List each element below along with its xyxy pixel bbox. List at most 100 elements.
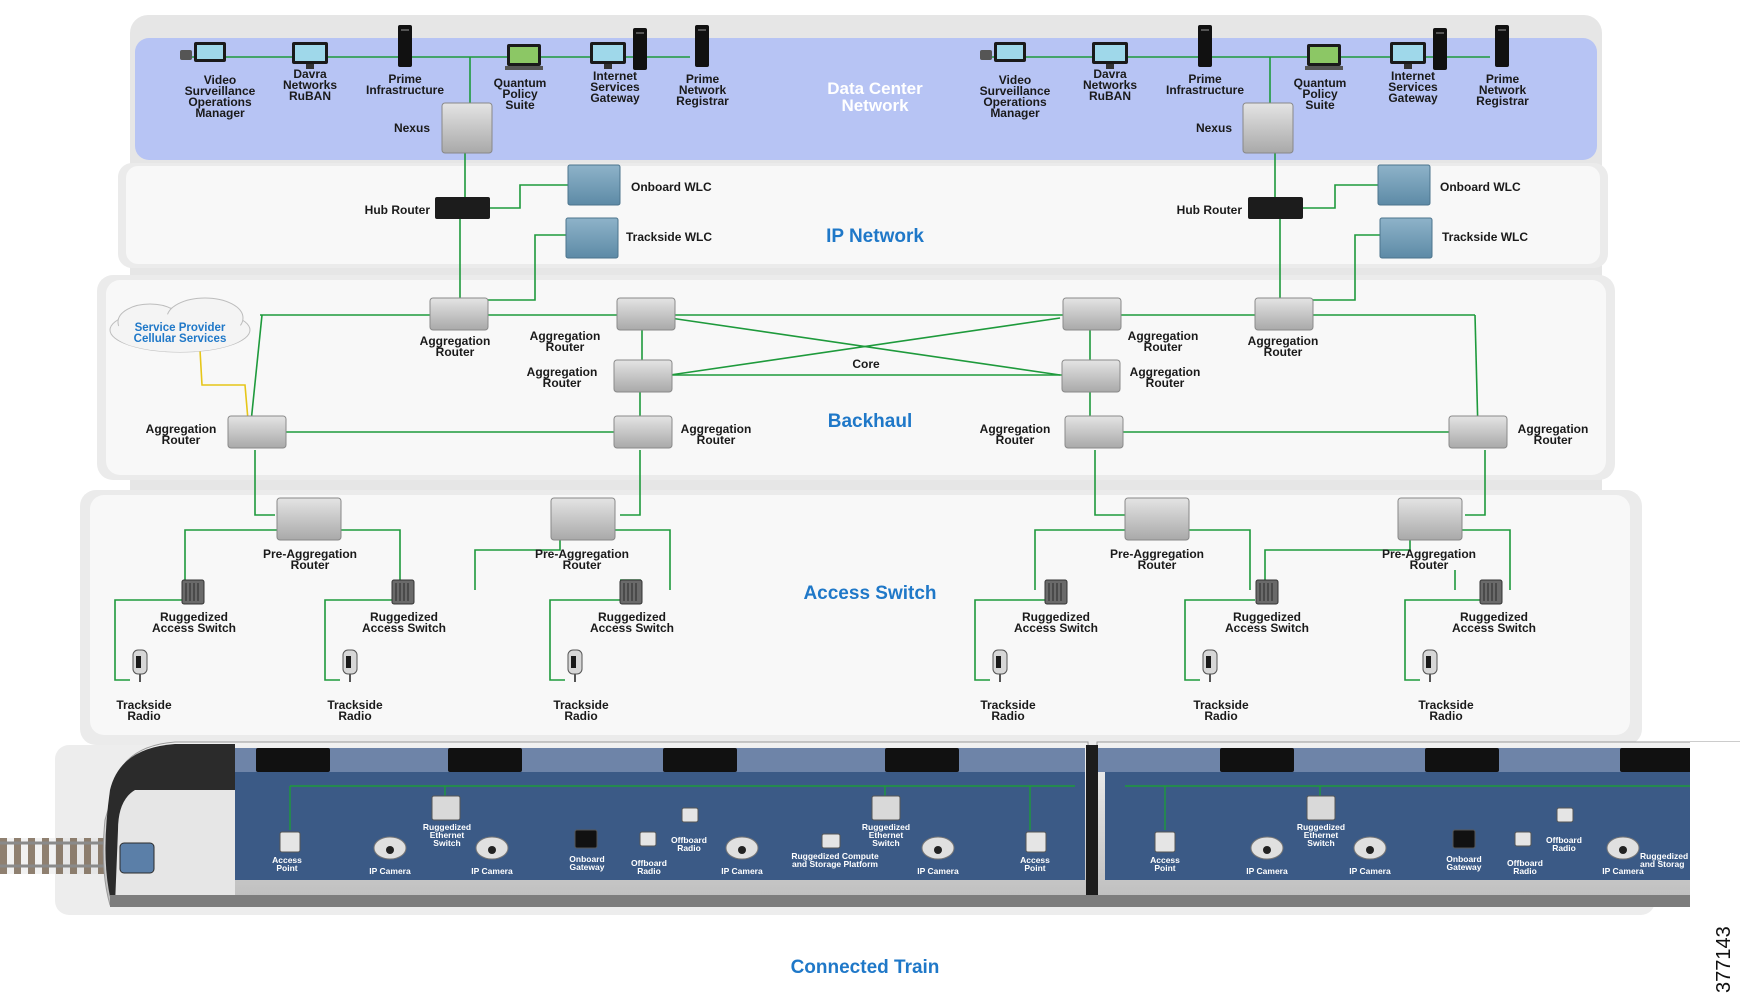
pre-agg-router-2 [550, 497, 616, 541]
car1-res-icon [431, 795, 461, 821]
agg-router-label-1: Aggregation Router [419, 334, 491, 359]
dc-right-pnr-label: Prime Network Registrar [1476, 72, 1529, 108]
nexus-switch-right [1242, 102, 1294, 154]
radio-label-1: Trackside Radio [116, 698, 172, 723]
car1-access-point-icon-b [1025, 831, 1047, 853]
car1-ip-camera-icon-2 [475, 836, 509, 860]
hub-router-right [1248, 197, 1303, 219]
car2-onboard-gateway-label: Onboard Gateway [1446, 854, 1482, 872]
radio-label-4: Trackside Radio [980, 698, 1036, 723]
pre-agg-label-4: Pre-Aggregation Router [1381, 547, 1476, 572]
trackside-wlc-left-label: Trackside WLC [626, 230, 713, 244]
dc-left-quantum-label: Quantum Policy Suite [493, 76, 547, 112]
radio-label-5: Trackside Radio [1193, 698, 1249, 723]
car1-offboard-radio-b-label: Offboard Radio [671, 835, 707, 853]
ruggedized-access-switch-5 [1255, 579, 1279, 605]
hub-router-left-label: Hub Router [364, 203, 430, 217]
ras-label-2: Ruggedized Access Switch [361, 610, 447, 635]
vsom-icon-left [180, 42, 226, 62]
car2-ip-camera-1-label: IP Camera [1246, 866, 1288, 876]
ras-label-6: Ruggedized Access Switch [1451, 610, 1537, 635]
ras-label-5: Ruggedized Access Switch [1224, 610, 1310, 635]
car1-ip-camera-icon-4 [921, 836, 955, 860]
train-car-2-interior [1105, 772, 1740, 880]
car2-ip-camera-icon-3 [1606, 836, 1640, 860]
cellular-cloud-label: Service Provider Cellular Services [133, 322, 227, 345]
radio-label-3: Trackside Radio [553, 698, 609, 723]
ruggedized-access-switch-3 [619, 579, 643, 605]
dc-left-nexus-label: Nexus [393, 121, 430, 135]
radio-label-6: Trackside Radio [1418, 698, 1474, 723]
trackside-radio-3 [567, 649, 583, 682]
trackside-wlc-right-label: Trackside WLC [1442, 230, 1529, 244]
aggregation-router-5 [613, 359, 673, 393]
dc-left-vsom-label: Video Surveillance Operations Manager [184, 73, 256, 120]
ruggedized-access-switches [181, 579, 1503, 605]
pre-agg-label-1: Pre-Aggregation Router [262, 547, 357, 572]
backhaul-panel [106, 280, 1606, 475]
trackside-radio-6 [1422, 649, 1438, 682]
dc-devices [180, 25, 1509, 70]
car2-offboard-radio-b-label: Offboard Radio [1546, 835, 1582, 853]
ruggedized-access-switch-2 [391, 579, 415, 605]
onboard-wlc-left [567, 164, 621, 206]
network-links [114, 150, 1511, 681]
aggregation-router-1 [429, 297, 489, 331]
dc-right-nexus-label: Nexus [1195, 121, 1232, 135]
ip-network-title: IP Network [826, 226, 924, 247]
car1-access-point-icon-a [279, 831, 301, 853]
aggregation-routers [227, 297, 1508, 449]
trackside-radio-1 [132, 649, 148, 682]
car1-ip-camera-3-label: IP Camera [721, 866, 763, 876]
ip-network-panel [126, 166, 1600, 264]
car1-offboard-radio-icon-b [681, 807, 699, 823]
dc-right-davra-label: Davra Networks RuBAN [1082, 67, 1138, 103]
aggregation-router-3 [1062, 297, 1122, 331]
prime-infra-icon-left [398, 25, 412, 67]
agg-router-label-7: Aggregation Router [145, 422, 217, 447]
aggregation-router-6 [1061, 359, 1121, 393]
car2-res-label: Ruggedized Ethernet Switch [1296, 822, 1346, 848]
train [102, 741, 1740, 912]
car2-ip-camera-3-label: IP Camera [1602, 866, 1644, 876]
pnr-server-icon-right [1495, 25, 1509, 67]
vsom-icon-right [980, 42, 1026, 62]
trackside-wlc-left [565, 217, 619, 259]
dc-left-davra-label: Davra Networks RuBAN [282, 67, 338, 103]
pre-agg-router-1 [276, 497, 342, 541]
onboard-wlc-right-label: Onboard WLC [1440, 180, 1521, 194]
ras-label-4: Ruggedized Access Switch [1013, 610, 1099, 635]
trackside-radio-2 [342, 649, 358, 682]
car1-offboard-radio-icon-a [639, 831, 657, 847]
agg-router-label-9: Aggregation Router [979, 422, 1051, 447]
ruggedized-access-switch-4 [1044, 579, 1068, 605]
car1-ip-camera-1-label: IP Camera [369, 866, 411, 876]
pre-agg-router-4 [1397, 497, 1463, 541]
davra-icon-left [292, 42, 328, 69]
backhaul-title: Backhaul [827, 411, 913, 432]
agg-router-label-10: Aggregation Router [1517, 422, 1589, 447]
ras-label-1: Ruggedized Access Switch [151, 610, 237, 635]
trackside-radio-4 [992, 649, 1008, 682]
connected-train-title: Connected Train [790, 957, 940, 978]
dc-left-pnr-label: Prime Network Registrar [676, 72, 729, 108]
car1-res-label: Ruggedized Ethernet Switch [422, 822, 472, 848]
dc-right-vsom-label: Video Surveillance Operations Manager [979, 73, 1051, 120]
aggregation-router-2 [616, 297, 676, 331]
car1-ip-camera-4-label: IP Camera [917, 866, 959, 876]
train-car-1-interior [235, 772, 1085, 880]
nexus-switch-left [441, 102, 493, 154]
dc-left-prime-infra-label: Prime Infrastructure [365, 72, 445, 97]
dc-right-prime-infra-label: Prime Infrastructure [1165, 72, 1245, 97]
dc-right-isg-label: Internet Services Gateway [1388, 69, 1438, 105]
pre-agg-label-2: Pre-Aggregation Router [534, 547, 629, 572]
davra-icon-right [1092, 42, 1128, 69]
trackside-radios [132, 649, 1438, 682]
prime-infra-icon-right [1198, 25, 1212, 67]
car2-ip-camera-2-label: IP Camera [1349, 866, 1391, 876]
trackside-wlc-right [1379, 217, 1433, 259]
agg-router-label-6: Aggregation Router [1247, 334, 1319, 359]
isg-server-icon-right [1433, 28, 1447, 70]
car1-access-point-a-label: Access Point [272, 855, 302, 873]
